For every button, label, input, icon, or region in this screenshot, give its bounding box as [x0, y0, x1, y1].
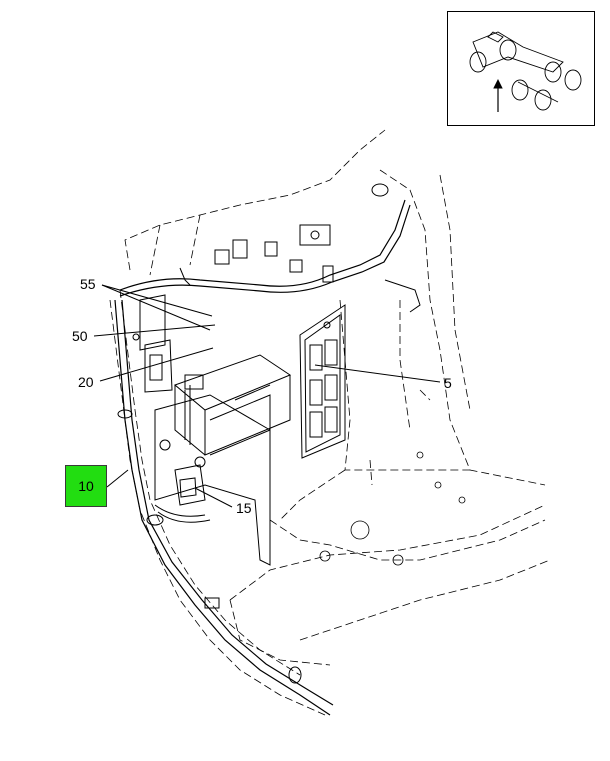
floor-holes [319, 451, 466, 566]
callout-55: 55 [80, 276, 96, 292]
callout-10: 10 [78, 478, 94, 494]
fuse-panel [299, 304, 346, 459]
truck-locator-inset [447, 11, 595, 126]
upper-connectors [179, 224, 421, 313]
leader-lines [93, 284, 441, 508]
harness-clamps [117, 183, 389, 684]
callout-50: 50 [72, 328, 88, 344]
left-bracket [132, 294, 173, 393]
callout-10-highlight: 10 [65, 465, 107, 507]
floor-outline [109, 289, 326, 716]
control-module [174, 354, 292, 456]
callout-20: 20 [78, 374, 94, 390]
callout-15: 15 [236, 500, 252, 516]
cab-outline [124, 129, 551, 666]
harness-bundle [114, 199, 411, 716]
truck-chassis-icon [469, 31, 582, 112]
mounting-plate [154, 394, 271, 566]
callout-5: 5 [444, 375, 452, 391]
